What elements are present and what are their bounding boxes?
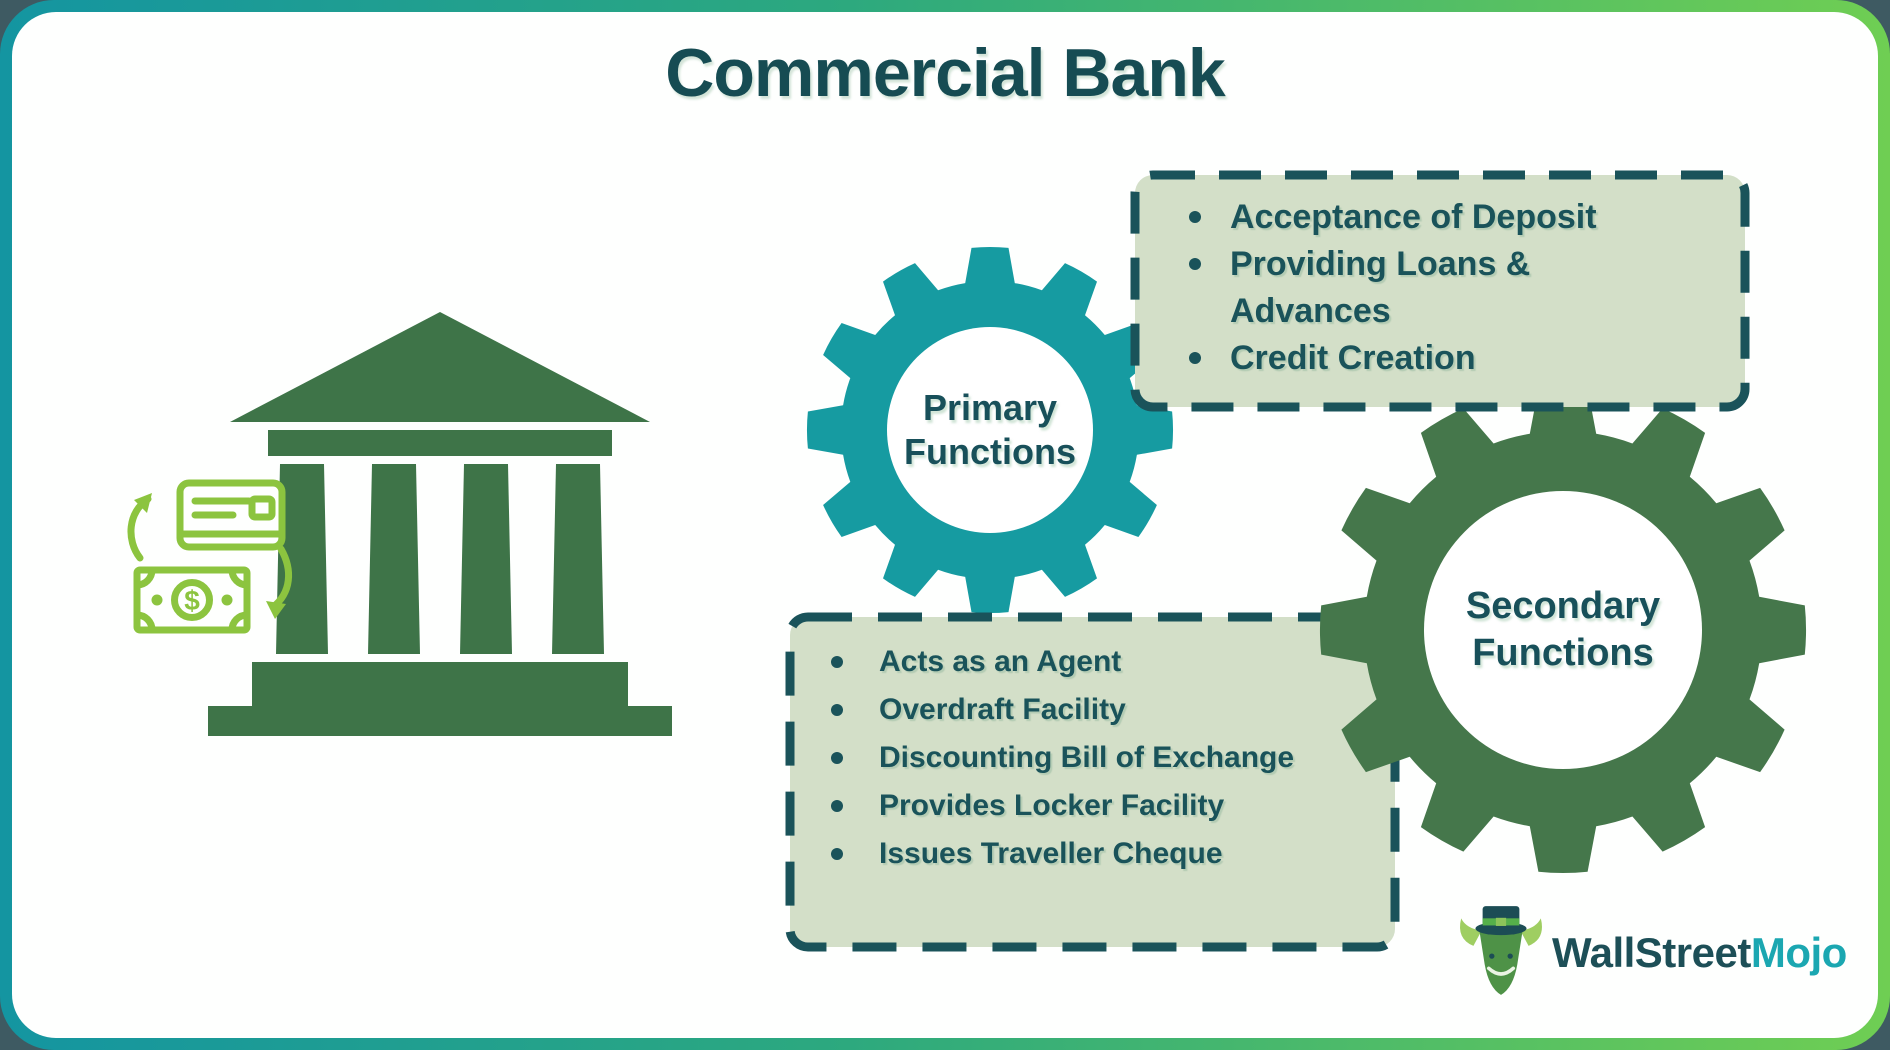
cash-icon [133, 566, 251, 634]
list-item: Overdraft Facility [831, 686, 1294, 734]
arrow-head-down [266, 601, 286, 619]
list-item: Credit Creation [1189, 335, 1680, 382]
arrow-head-up [134, 493, 152, 513]
primary-functions-list: Acceptance of Deposit Providing Loans & … [1189, 194, 1680, 382]
credit-card-icon [176, 479, 286, 551]
bank-building-icon: $ [127, 312, 672, 736]
wallstreetmojo-logo: WallStreetMojo [1455, 903, 1855, 1003]
page-title: Commercial Bank [665, 35, 1225, 111]
list-item: Discounting Bill of Exchange [831, 734, 1294, 782]
logo-text-mojo: Mojo [1750, 929, 1847, 976]
list-item: Issues Traveller Cheque [831, 830, 1294, 878]
primary-label-line1: Primary [922, 387, 1058, 428]
secondary-functions-label: Secondary Functions [1411, 583, 1715, 677]
bull-mascot-icon [1460, 906, 1542, 995]
list-item: Providing Loans & Advances [1189, 241, 1680, 335]
secondary-functions-box: Acts as an Agent Overdraft Facility Disc… [785, 612, 1400, 952]
primary-functions-box: Acceptance of Deposit Providing Loans & … [1130, 170, 1750, 412]
primary-label-line2: Functions [904, 431, 1076, 472]
secondary-functions-list: Acts as an Agent Overdraft Facility Disc… [831, 638, 1294, 878]
primary-functions-label: Primary Functions [838, 386, 1142, 474]
logo-wordmark: WallStreetMojo [1552, 929, 1847, 977]
dashed-border [785, 612, 1400, 952]
list-item: Acceptance of Deposit [1189, 194, 1680, 241]
logo-text-wallstreet: WallStreet [1552, 929, 1751, 976]
cash-dot-left [151, 594, 163, 606]
list-item: Acts as an Agent [831, 638, 1294, 686]
cash-dot-right [221, 594, 233, 606]
secondary-label-line1: Secondary [1465, 585, 1661, 627]
secondary-label-line2: Functions [1472, 632, 1654, 674]
bank-structure [208, 312, 672, 736]
dollar-sign: $ [184, 585, 200, 616]
list-item: Provides Locker Facility [831, 782, 1294, 830]
